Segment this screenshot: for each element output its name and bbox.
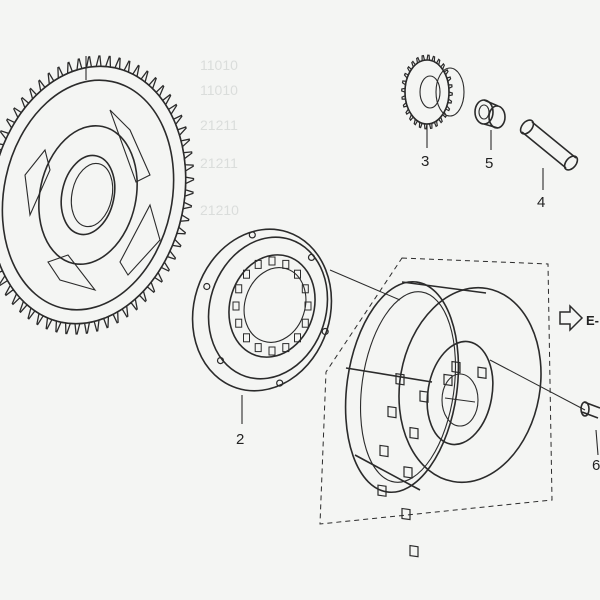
gear-outer-rim	[0, 65, 187, 325]
small-gear-tooth-ring	[401, 54, 453, 130]
bushing-end-far	[488, 105, 506, 129]
bolt-hole	[307, 253, 316, 261]
starter-clutch-outer	[344, 280, 586, 558]
starter-idle-gear	[401, 54, 465, 148]
sprag	[268, 346, 276, 356]
one-way-clutch	[191, 228, 401, 424]
shaft-end-far	[563, 155, 579, 171]
sprag	[235, 318, 243, 328]
leader-line	[595, 429, 599, 456]
bushing-bore	[478, 104, 490, 120]
driven-gear	[0, 55, 195, 335]
sprag	[301, 284, 309, 294]
ghost-text: 21211	[200, 155, 238, 171]
rotor-slot	[409, 544, 419, 558]
sprag	[282, 259, 290, 269]
clutch-cage	[228, 254, 316, 358]
rotor-hub	[441, 373, 479, 427]
reference-arrow: E-	[559, 304, 599, 332]
sprag	[294, 269, 301, 279]
rotor-rear-rim	[398, 286, 542, 484]
gear-teeth	[0, 55, 195, 335]
small-gear-teeth	[401, 54, 453, 130]
gear-hub	[60, 154, 116, 236]
rotor-slot	[379, 444, 389, 458]
sprag	[254, 259, 262, 269]
gear-window	[24, 148, 51, 218]
rotor-boss	[426, 340, 494, 446]
small-gear-pinion	[435, 67, 465, 117]
gear-window	[119, 203, 161, 276]
clutch-outer	[191, 228, 333, 392]
rotor-slot	[403, 466, 413, 479]
rotor-front-rim	[344, 280, 460, 494]
sprag	[235, 284, 243, 294]
assembly-line	[329, 269, 401, 301]
ghost-text-group: 11010 11010 21211 21211 21210	[200, 57, 239, 218]
sprag-group	[232, 256, 312, 356]
bolt	[580, 401, 600, 456]
bolt-head	[580, 401, 590, 417]
bolt-hole	[321, 327, 329, 336]
sprag	[301, 318, 309, 328]
gear-shaft	[519, 119, 579, 190]
gear-window	[109, 109, 151, 183]
sprag	[268, 256, 276, 266]
gear-bore	[70, 162, 114, 228]
sprag	[243, 333, 250, 343]
callout-label-3: 3	[421, 153, 429, 170]
ref-arrow-label: E-	[586, 313, 599, 328]
sprag	[282, 343, 290, 353]
gear-inner-rim	[1, 79, 175, 311]
sprag	[304, 301, 312, 311]
callout-label-4: 4	[537, 194, 545, 211]
ghost-text: 21211	[200, 117, 238, 133]
sprag	[232, 301, 240, 311]
rotor-slot	[451, 360, 461, 374]
rotor-slot	[401, 507, 411, 521]
shaft-end	[519, 119, 535, 135]
ghost-text: 11010	[200, 57, 238, 73]
ghost-text: 21210	[200, 202, 239, 218]
small-gear-body	[404, 59, 450, 125]
rotor-slot	[377, 484, 387, 497]
rotor-slot	[395, 372, 405, 386]
callout-label-5: 5	[485, 155, 493, 172]
sprag	[243, 269, 250, 279]
shaft-body	[521, 121, 577, 169]
bolt-hole	[203, 282, 211, 291]
ghost-text: 11010	[200, 82, 238, 98]
rotor-slot-group	[377, 360, 487, 558]
bolt-hole	[276, 379, 284, 387]
assembly-boundary	[319, 257, 553, 525]
rotor-slot	[443, 373, 453, 387]
bushing	[474, 99, 506, 150]
arrow-outline-icon	[559, 304, 584, 332]
callout-label-6: 6	[592, 457, 600, 474]
bolt-hole-group	[203, 231, 329, 387]
rotor-slot	[477, 366, 487, 379]
rotor-slot	[409, 426, 419, 440]
rotor-slot	[419, 390, 429, 403]
callout-label-2: 2	[236, 431, 244, 448]
clutch-flange	[207, 236, 329, 380]
sprag	[254, 343, 262, 353]
gear-window	[47, 254, 97, 291]
gear-web	[38, 125, 138, 265]
assembly-line	[489, 359, 586, 411]
bolt-hole	[216, 357, 225, 365]
bolt-hole	[248, 231, 256, 239]
rotor-slot	[387, 405, 397, 419]
rotor-key	[444, 397, 476, 403]
rotor-front-inner	[359, 291, 457, 483]
gear-tooth-ring	[0, 55, 195, 335]
sprag	[294, 333, 301, 343]
rotor-cylinder-side	[345, 281, 487, 491]
small-gear-bore	[419, 75, 441, 109]
